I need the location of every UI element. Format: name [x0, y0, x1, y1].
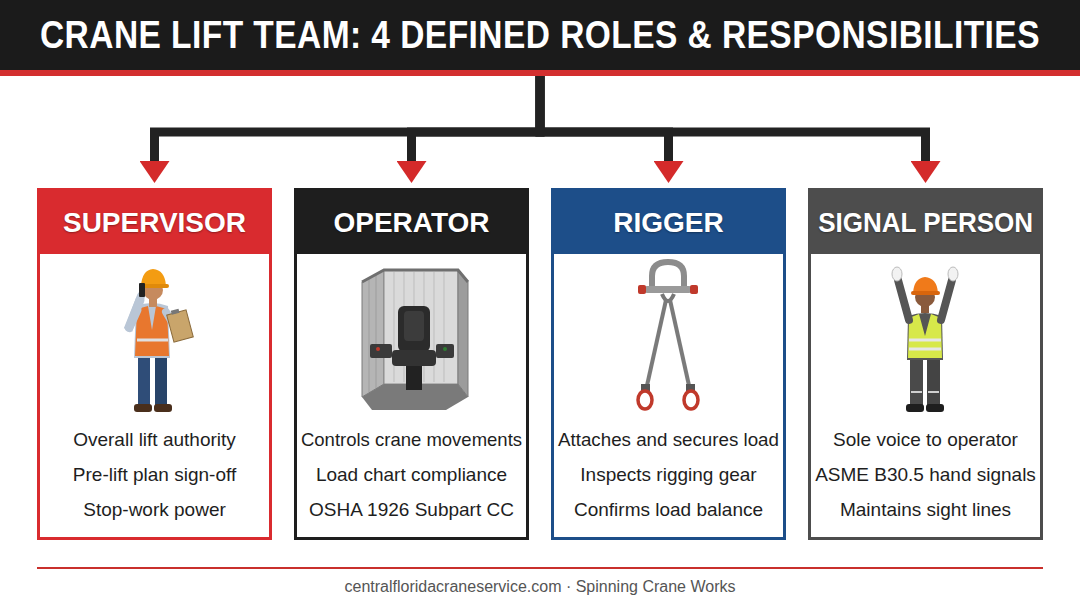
role-box: OPERATOR Controls crane movementsLoad cha… [294, 188, 529, 540]
duty-text: OSHA 1926 Subpart CC [297, 492, 526, 527]
duty-text: Overall lift authority [40, 422, 269, 457]
title-bar: CRANE LIFT TEAM: 4 DEFINED ROLES & RESPO… [0, 0, 1080, 76]
role-title: OPERATOR [297, 191, 526, 254]
role-title: SUPERVISOR [40, 191, 269, 254]
connector [540, 76, 926, 161]
role-title: SIGNAL PERSON [818, 191, 1033, 254]
duty-text: ASME B30.5 hand signals [811, 457, 1040, 492]
role-box: SIGNAL PERSON Sole voice to operatorASME … [808, 188, 1043, 540]
caption-text: centralfloridacraneservice.com · Spinnin… [0, 576, 1080, 598]
title-text: CRANE LIFT TEAM: 4 DEFINED ROLES & RESPO… [40, 0, 1040, 70]
role-box: RIGGER Attaches and secures loadInspects … [551, 188, 786, 540]
duty-text: Stop-work power [40, 492, 269, 527]
connector [155, 76, 541, 161]
duty-text: Load chart compliance [297, 457, 526, 492]
role-box: SUPERVISOR Overall lift authorityPre-lift… [37, 188, 272, 540]
duty-text: Confirms load balance [554, 492, 783, 527]
connector [412, 76, 541, 161]
duty-text: Controls crane movements [297, 422, 526, 457]
duty-text: Sole voice to operator [811, 422, 1040, 457]
footer-rule [37, 567, 1043, 569]
duty-text: Pre-lift plan sign-off [40, 457, 269, 492]
role-title: RIGGER [554, 191, 783, 254]
connector [540, 76, 669, 161]
duty-text: Maintains sight lines [811, 492, 1040, 527]
duty-text: Inspects rigging gear [554, 457, 783, 492]
duty-text: Attaches and secures load [554, 422, 783, 457]
